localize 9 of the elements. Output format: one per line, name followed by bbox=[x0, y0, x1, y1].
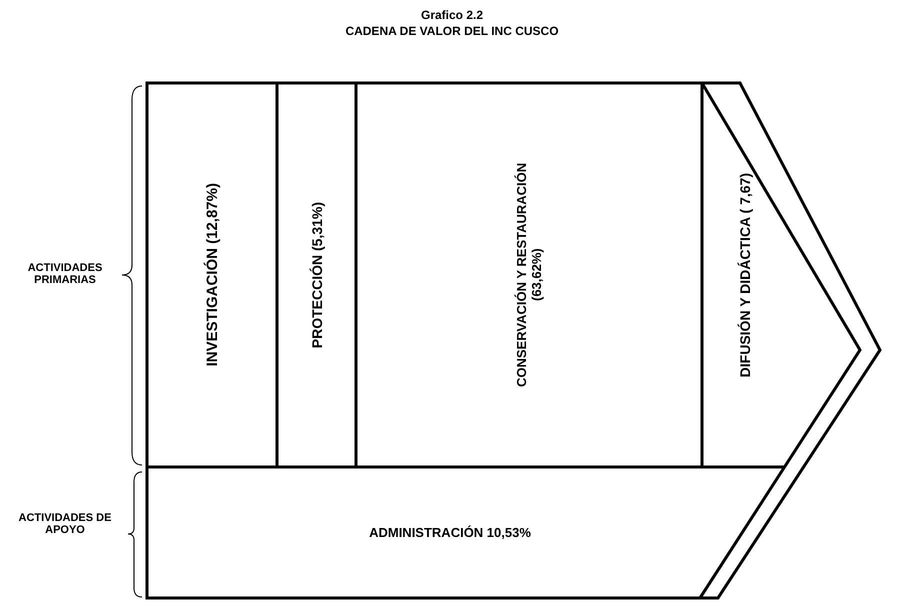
activity-label: ADMINISTRACIÓN 10,53% bbox=[369, 525, 531, 540]
section-label: ACTIVIDADES PRIMARIAS bbox=[28, 262, 102, 286]
activity-label: CONSERVACIÓN Y RESTAURACIÓN (63,62%) bbox=[514, 162, 544, 390]
figure-number: Grafico 2.2 bbox=[420, 8, 484, 22]
activity-label: PROTECCIÓN (5,31%) bbox=[308, 202, 324, 348]
activity-label: DIFUSIÓN Y DIDÁCTICA ( 7,67) bbox=[737, 172, 753, 378]
section-label: ACTIVIDADES DE APOYO bbox=[18, 512, 112, 536]
diagram-title: CADENA DE VALOR DEL INC CUSCO bbox=[345, 24, 559, 38]
activity-label: INVESTIGACIÓN (12,87%) bbox=[204, 183, 220, 367]
